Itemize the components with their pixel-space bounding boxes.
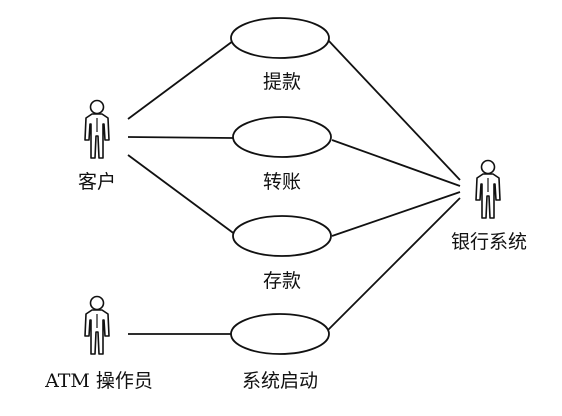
use-case-system-start-label: 系统启动 <box>242 370 318 392</box>
assoc-bank-deposit <box>331 191 461 237</box>
actor-customer-label: 客户 <box>78 171 116 193</box>
actor-bank-system-label: 银行系统 <box>451 231 527 253</box>
use-case-withdraw <box>230 17 330 59</box>
assoc-customer-transfer <box>127 136 234 139</box>
assoc-bank-withdraw <box>327 39 461 181</box>
use-case-deposit-label: 存款 <box>263 270 301 292</box>
assoc-customer-deposit <box>127 154 237 236</box>
use-case-withdraw-label: 提款 <box>263 71 301 93</box>
associations <box>127 39 461 335</box>
assoc-bank-start <box>327 197 461 331</box>
actor-customer-icon <box>84 99 110 159</box>
actor-operator-icon <box>84 295 110 355</box>
actor-operator-label: ATM 操作员 <box>44 370 153 392</box>
use-case-transfer <box>232 116 332 158</box>
actor-bank-system-icon <box>475 159 501 219</box>
use-case-deposit <box>232 215 332 257</box>
assoc-bank-transfer <box>331 139 461 187</box>
use-case-transfer-label: 转账 <box>263 171 301 193</box>
assoc-customer-withdraw <box>127 40 234 120</box>
use-case-system-start <box>230 313 330 355</box>
